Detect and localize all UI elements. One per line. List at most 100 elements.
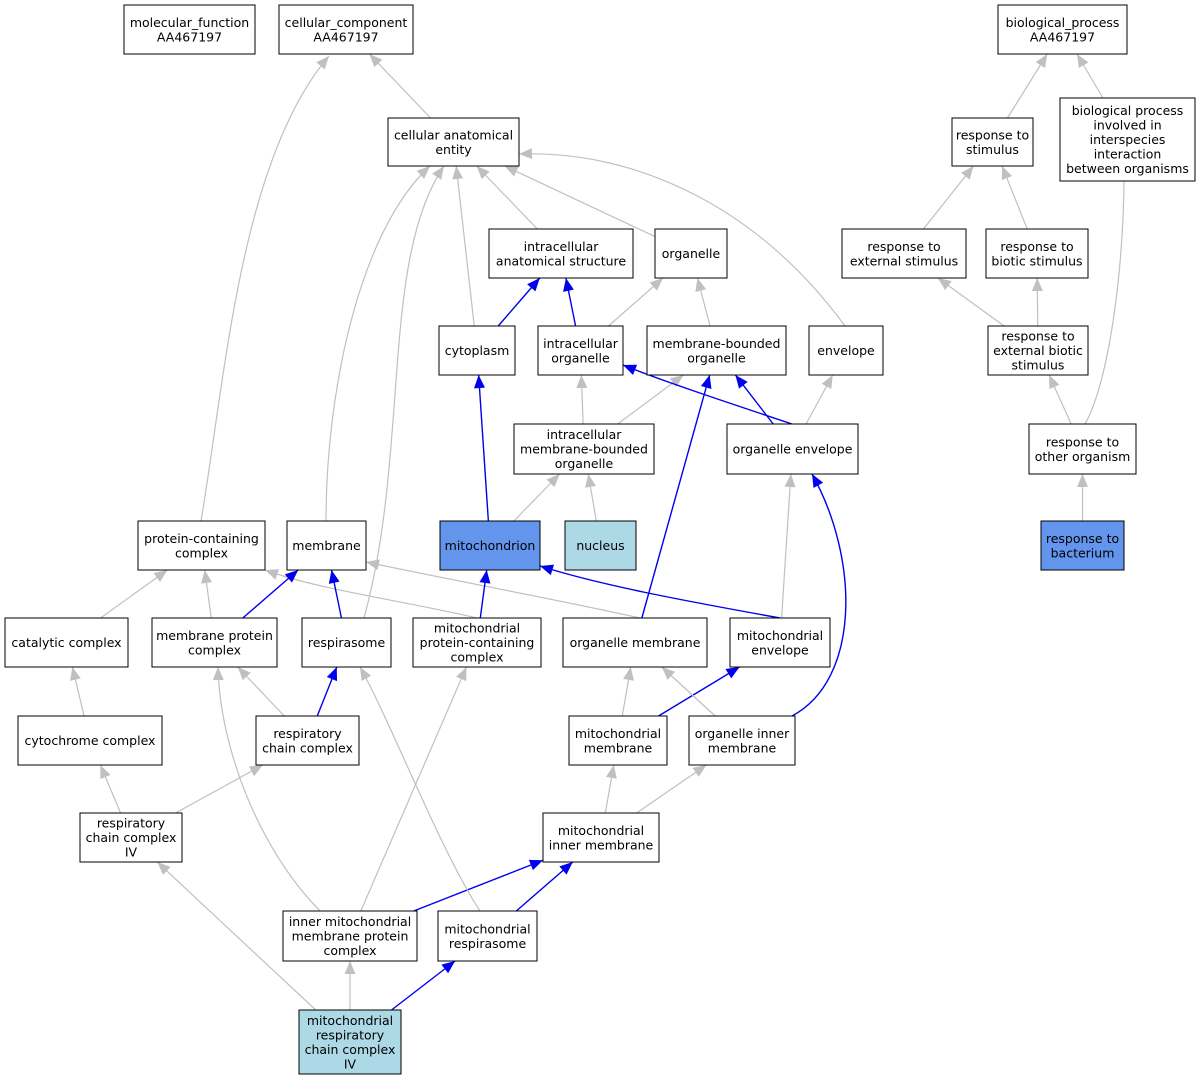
- node-mito[interactable]: mitochondrion: [439, 520, 541, 571]
- edge-roo-to-rebs: [1048, 374, 1072, 425]
- node-label-line: protein-containing: [144, 531, 259, 546]
- edge-nuc-to-imbo-arrowhead: [585, 474, 596, 488]
- node-label-line: catalytic complex: [11, 635, 121, 650]
- node-box-roo: [1028, 423, 1137, 475]
- node-label-line: membrane: [708, 740, 777, 755]
- node-box-cytc: [17, 715, 163, 766]
- edge-path-mem-to-cae: [325, 165, 431, 522]
- edge-path-me-to-mito: [539, 565, 781, 619]
- node-label-line: cellular_component: [285, 15, 408, 30]
- edge-imbo-to-io: [576, 374, 588, 425]
- node-env[interactable]: envelope: [808, 325, 884, 376]
- node-box-cc: [278, 4, 414, 55]
- edge-resp-to-mem: [328, 569, 343, 619]
- node-label-line: IV: [125, 845, 138, 860]
- node-oe[interactable]: organelle envelope: [726, 423, 859, 475]
- edge-rs-to-bp: [1006, 53, 1048, 119]
- edge-env-to-cae: [518, 148, 846, 327]
- node-box-mrcc4: [298, 1009, 402, 1075]
- edge-env-to-cae-arrowhead: [519, 148, 533, 160]
- edge-mito-to-cyt-arrowhead: [474, 375, 485, 389]
- node-label-line: membrane: [292, 538, 361, 553]
- node-label-line: stimulus: [1012, 358, 1065, 373]
- node-label-line: involved in: [1093, 118, 1161, 133]
- edge-om-to-mbo-arrowhead: [700, 375, 712, 389]
- edge-mim-to-oim-arrowhead: [692, 765, 707, 777]
- edge-me-to-mito-arrowhead: [540, 564, 555, 576]
- node-label-line: respiratory: [316, 1027, 385, 1042]
- node-box-mpc: [151, 617, 278, 668]
- node-label-line: IV: [344, 1056, 357, 1071]
- node-mem[interactable]: membrane: [286, 520, 367, 571]
- node-org[interactable]: organelle: [654, 228, 728, 279]
- node-nuc[interactable]: nucleus: [564, 520, 637, 571]
- node-cyt[interactable]: cytoplasm: [438, 325, 516, 376]
- node-cytc[interactable]: cytochrome complex: [17, 715, 163, 766]
- edge-mem-to-cae: [325, 165, 431, 522]
- node-label-line: organelle: [551, 350, 610, 365]
- node-label-line: mitochondrial: [737, 628, 823, 643]
- edge-om-to-mem-arrowhead: [366, 559, 380, 571]
- edge-line-om-to-mbo: [641, 374, 711, 619]
- edge-mito-to-imbo-arrowhead: [546, 474, 560, 488]
- edge-io-to-ias-arrowhead: [563, 278, 574, 292]
- node-cat[interactable]: catalytic complex: [4, 617, 129, 668]
- edge-bpii-to-bp: [1076, 53, 1104, 99]
- node-box-pcc: [137, 520, 266, 571]
- node-resp[interactable]: respirasome: [301, 617, 392, 668]
- node-label-line: organelle: [555, 456, 614, 471]
- node-label-line: bacterium: [1051, 545, 1115, 560]
- node-box-immpc: [282, 910, 418, 962]
- edge-cyt-to-ias-arrowhead: [527, 278, 540, 292]
- edge-mm-to-me-arrowhead: [725, 667, 740, 679]
- node-label-line: complex: [324, 943, 377, 958]
- node-label-line: membrane-bounded: [520, 442, 648, 457]
- edge-pcc-to-cc-arrowhead: [316, 56, 329, 70]
- node-label-line: respiratory: [273, 726, 342, 741]
- edge-oim-to-oe-arrowhead: [812, 474, 824, 489]
- edge-mbo-to-org: [695, 277, 711, 327]
- edge-imbo-to-mbo-arrowhead: [669, 375, 684, 388]
- edge-path-resp-to-cae: [363, 165, 445, 619]
- node-label-line: cellular anatomical: [394, 127, 513, 142]
- node-box-rebs: [987, 325, 1089, 376]
- node-label-line: intracellular: [524, 239, 600, 254]
- node-box-env: [808, 325, 884, 376]
- edge-rbs-to-rs-arrowhead: [1001, 166, 1013, 181]
- node-label-line: interspecies: [1090, 132, 1166, 147]
- node-box-oim: [688, 715, 796, 766]
- edge-rs-to-bp-arrowhead: [1035, 54, 1048, 68]
- edge-mrcc4-to-immpc: [344, 961, 356, 1010]
- edge-mrcc4-to-mresp: [391, 960, 456, 1011]
- edge-mito-to-imbo: [513, 473, 561, 522]
- node-label-line: response to: [1046, 531, 1119, 546]
- node-om[interactable]: organelle membrane: [562, 617, 708, 668]
